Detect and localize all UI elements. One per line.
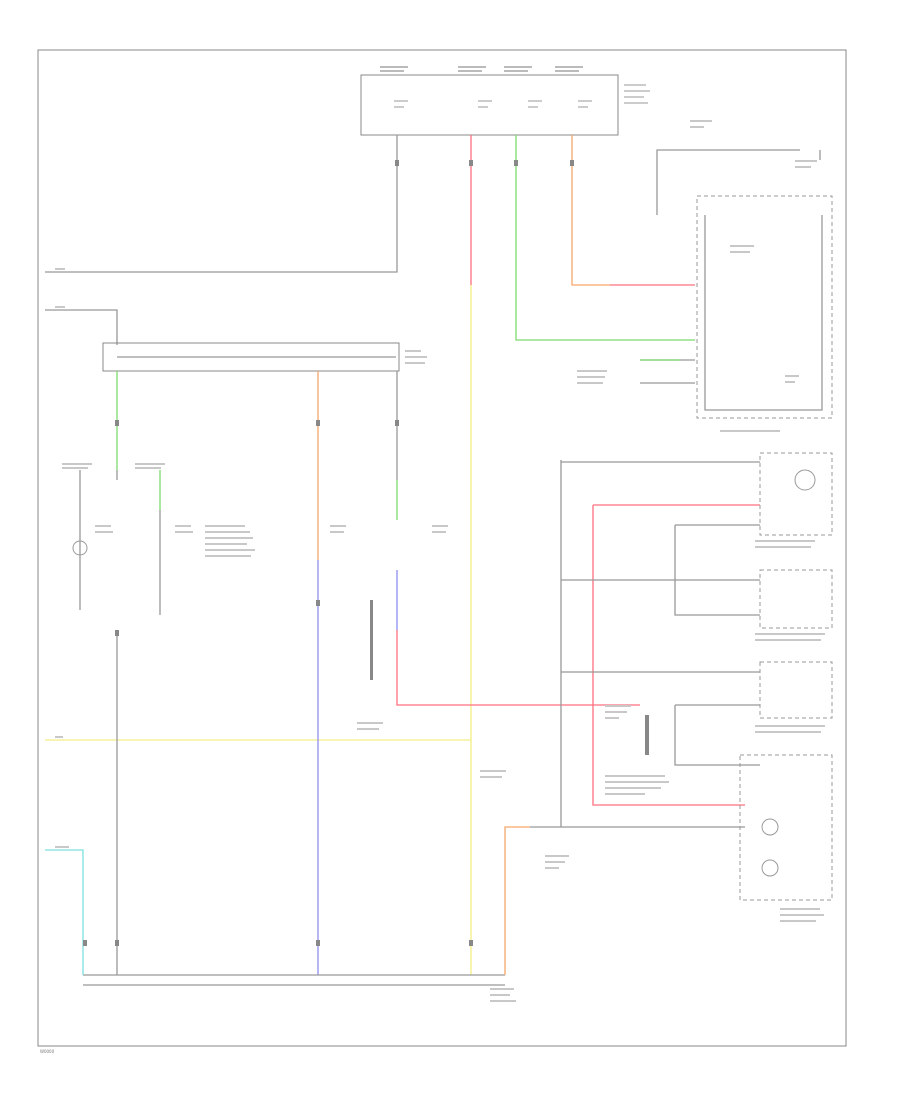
lamp-symbol-left <box>72 540 88 556</box>
lamp-symbol-3 <box>761 859 779 877</box>
switch-box-2 <box>759 569 833 629</box>
junction-connector <box>102 342 400 372</box>
switch-box-3 <box>759 661 833 719</box>
diagram-id: W0000 <box>40 1049 55 1054</box>
wire-orange-top <box>571 135 610 286</box>
switch-box-1 <box>759 452 833 536</box>
wire-cyan <box>45 849 84 975</box>
wire-gray-meter-top <box>656 149 800 215</box>
wire-meter-ends <box>640 150 821 384</box>
connector-marks <box>83 160 649 946</box>
lamp-symbol-2 <box>761 818 779 836</box>
top-fuse-box <box>360 74 619 136</box>
wire-red-right <box>592 505 745 806</box>
wire-switch-row-2 <box>674 524 760 616</box>
meter-box <box>696 195 833 419</box>
wire-gray-left-2 <box>79 470 161 615</box>
label-placeholders <box>55 120 825 1002</box>
top-fuse-labels <box>380 66 650 108</box>
wire-red-long <box>396 630 640 706</box>
wire-switch-row-5 <box>674 704 760 766</box>
wire-gray-top-left <box>45 135 398 273</box>
meter-inner <box>704 215 823 411</box>
diagram-frame <box>37 49 847 1047</box>
wire-green-top <box>515 135 695 341</box>
switch-box-4 <box>739 754 833 901</box>
wire-gray-left-feed <box>45 309 118 345</box>
wire-orange-bottom <box>504 826 530 975</box>
lamp-symbol-1 <box>794 469 816 491</box>
